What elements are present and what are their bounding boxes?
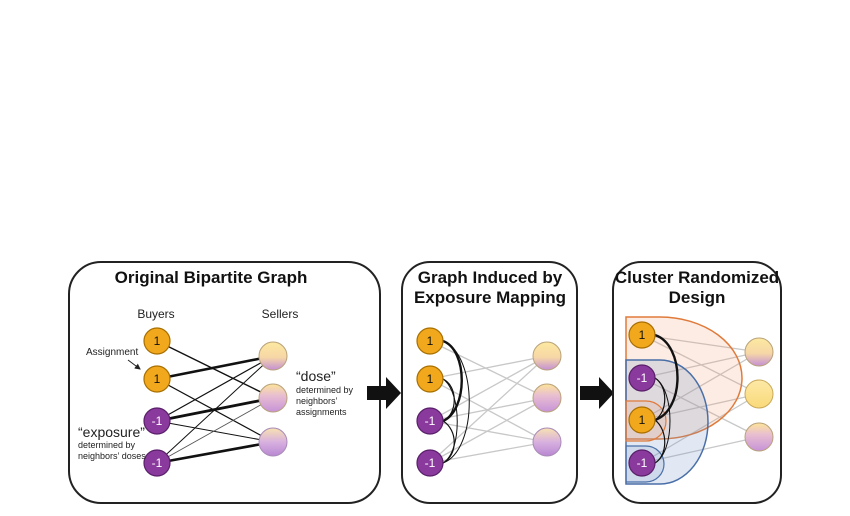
svg-text:1: 1 (154, 372, 161, 386)
panel-original-bipartite-graph: Original Bipartite Graph Buyers Sellers … (68, 261, 381, 504)
buyer-node: 1 (416, 327, 444, 355)
seller-node (532, 341, 562, 371)
svg-text:-1: -1 (425, 456, 436, 470)
exposure-label: “exposure” (78, 424, 145, 440)
panel-exposure-mapping: Graph Induced by Exposure Mapping 1 (401, 261, 578, 504)
dose-desc-line: determined by (296, 385, 354, 395)
assignment-label: Assignment (86, 347, 138, 358)
panel-title-line: Exposure Mapping (414, 288, 566, 307)
dose-desc-line: assignments (296, 407, 347, 417)
buyer-node: 1 (416, 365, 444, 393)
svg-text:-1: -1 (152, 414, 163, 428)
svg-text:1: 1 (154, 334, 161, 348)
dose-desc-line: neighbors’ (296, 396, 338, 406)
edges (156, 340, 274, 465)
svg-text:-1: -1 (637, 456, 648, 470)
panel-title-line: Cluster Randomized (615, 268, 779, 287)
exposure-desc-line: determined by (78, 440, 136, 450)
seller-node (258, 341, 288, 371)
faded-edges (429, 340, 548, 464)
buyer-node: -1 (416, 407, 444, 435)
svg-text:1: 1 (427, 372, 434, 386)
buyer-node: 1 (628, 406, 656, 434)
induced-edges (442, 339, 470, 464)
flow-arrow (580, 377, 614, 409)
seller-node (744, 422, 774, 452)
seller-node (532, 427, 562, 457)
buyer-node: 1 (628, 321, 656, 349)
svg-text:-1: -1 (637, 371, 648, 385)
induced-edges (654, 333, 679, 464)
buyer-node: -1 (628, 449, 656, 477)
dose-label: “dose” (296, 368, 336, 384)
seller-node (744, 379, 774, 409)
assignment-arrow (127, 359, 141, 370)
svg-text:1: 1 (639, 413, 646, 427)
cluster-region-orange (625, 316, 743, 440)
svg-text:1: 1 (639, 328, 646, 342)
buyer-node: -1 (143, 449, 171, 477)
exposure-desc-line: neighbors’ doses (78, 451, 146, 461)
seller-node (258, 383, 288, 413)
panel-cluster-randomized-design: Cluster Randomized Design 1 (612, 261, 782, 504)
buyer-node: 1 (143, 327, 171, 355)
panel-title-line: Design (669, 288, 726, 307)
svg-text:-1: -1 (425, 414, 436, 428)
seller-node (258, 427, 288, 457)
seller-node (532, 383, 562, 413)
buyer-node: 1 (143, 365, 171, 393)
panel-title-line: Graph Induced by (418, 268, 563, 287)
buyer-node: -1 (628, 364, 656, 392)
panel-title: Original Bipartite Graph (115, 268, 308, 287)
svg-text:1: 1 (427, 334, 434, 348)
seller-node (744, 337, 774, 367)
sellers-label: Sellers (262, 307, 299, 321)
svg-text:-1: -1 (152, 456, 163, 470)
buyer-node: -1 (143, 407, 171, 435)
flow-arrow (367, 377, 401, 409)
buyers-label: Buyers (137, 307, 174, 321)
buyer-node: -1 (416, 449, 444, 477)
